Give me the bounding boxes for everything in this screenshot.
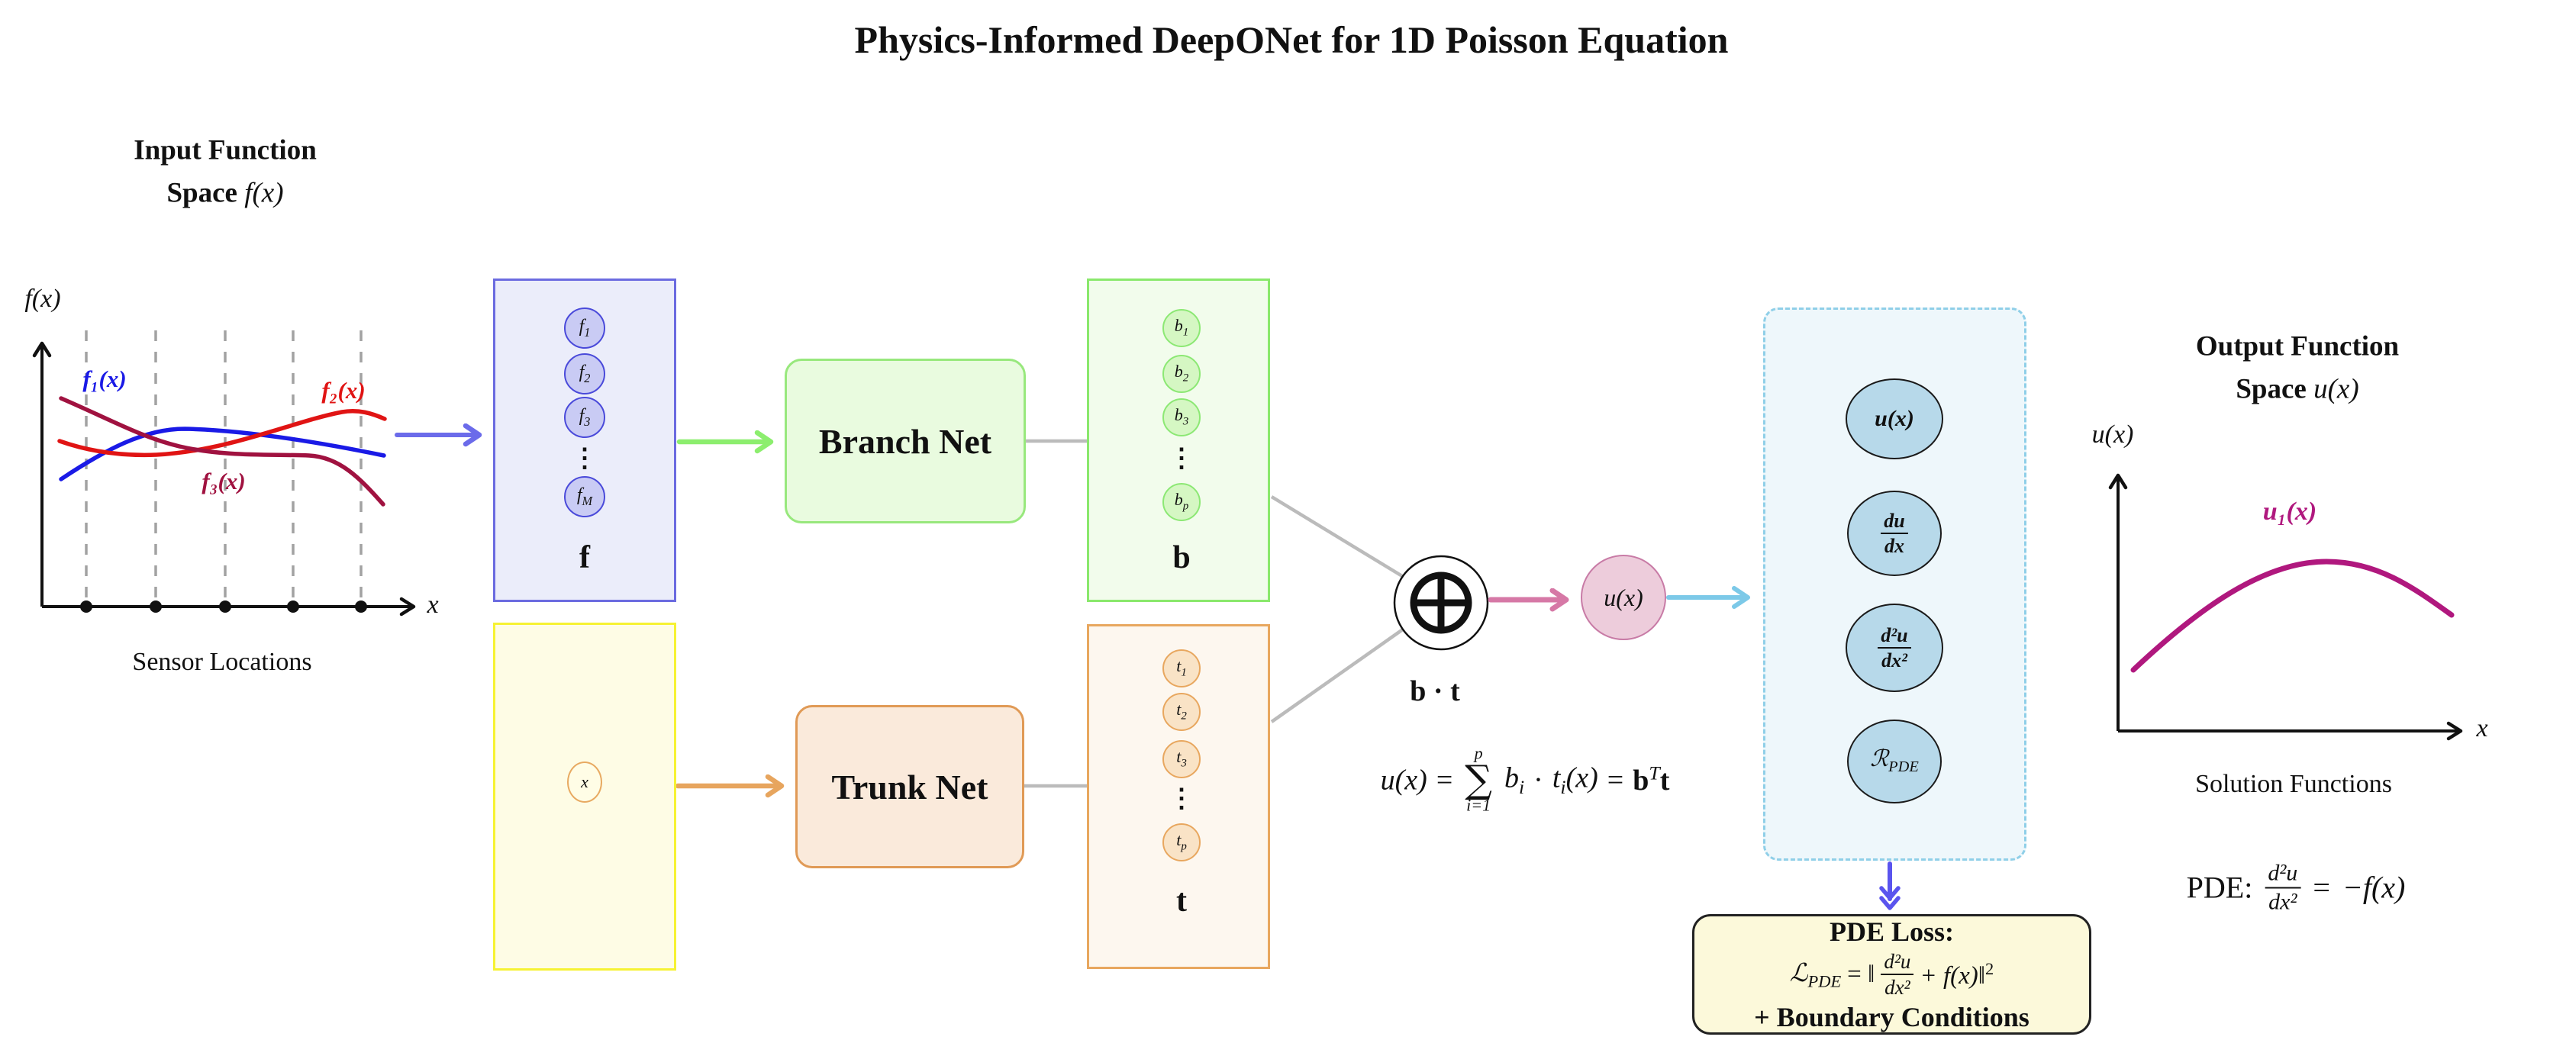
- branch-output-node-b2: b2: [1162, 355, 1201, 393]
- branch-input-node-f1: f1: [564, 307, 605, 349]
- input-y-axis-label: f(x): [24, 285, 61, 313]
- deeponet-equation: u(x) = p ∑ i=1 bi · ti(x) = bTt: [1381, 745, 1670, 813]
- branch-output-node-b1: b1: [1162, 309, 1201, 347]
- output-heading-line1: Output Function: [2195, 330, 2400, 362]
- equation-bi: bi: [1504, 761, 1525, 798]
- equation-ti: ti(x): [1552, 761, 1598, 798]
- output-heading-line2: Space: [2236, 373, 2307, 404]
- t-to-combine-wire: [1270, 626, 1407, 723]
- trunk-net-label: Trunk Net: [831, 767, 988, 807]
- sensor-dots: [80, 600, 367, 613]
- output-plot-axes: [2108, 473, 2463, 741]
- branch-output-vdots: ⋮: [1169, 444, 1195, 473]
- f1-curve-label: f₁(x): [82, 365, 127, 392]
- branch-net-label: Branch Net: [818, 421, 992, 461]
- input-heading-line1: Input Function: [134, 134, 317, 166]
- prediction-node: u(x): [1581, 555, 1666, 640]
- equation-dot: ·: [1533, 764, 1543, 796]
- output-space-heading: Output Function Space u(x): [2196, 326, 2399, 411]
- trunk-output-vdots: ⋮: [1169, 784, 1195, 813]
- pde-loss-bc: + Boundary Conditions: [1754, 1002, 2030, 1033]
- input-space-heading: Input Function Space f(x): [134, 130, 317, 214]
- branch-output-node-b3: b3: [1162, 398, 1201, 436]
- dot-product-label: b · t: [1410, 675, 1460, 707]
- u1-curve-label: u₁(x): [2262, 497, 2317, 526]
- pde-equation-equals: =: [2313, 870, 2330, 905]
- f2-curve-label: f₂(x): [321, 377, 366, 404]
- autodiff-node-u: u(x): [1846, 378, 1943, 459]
- branch-input-node-f2: f2: [564, 353, 605, 394]
- f2-curve: [57, 408, 387, 458]
- trunk-output-vector-label: t: [1176, 884, 1187, 919]
- branch-output-box: [1087, 279, 1270, 602]
- branch-input-vdots: ⋮: [572, 444, 598, 473]
- pde-loss-title: PDE Loss:: [1829, 916, 1955, 947]
- trunk-output-node-t1: t1: [1162, 649, 1201, 687]
- equation-lhs: u(x): [1380, 764, 1427, 796]
- b-to-combine-wire: [1270, 495, 1407, 580]
- trunk-output-node-t3: t3: [1162, 740, 1201, 778]
- equation-equals-1: =: [1436, 764, 1453, 796]
- branch-input-vector-label: f: [579, 540, 590, 575]
- autodiff-node-residual: ℛPDE: [1847, 720, 1942, 803]
- branch-output-vector-label: b: [1172, 540, 1191, 575]
- sum-icon: p ∑ i=1: [1465, 743, 1492, 815]
- output-x-axis-label: x: [2476, 714, 2488, 742]
- trunk-output-node-tp: tp: [1162, 823, 1201, 861]
- branch-input-node-fM: fM: [564, 476, 605, 517]
- output-heading-math: u(x): [2313, 373, 2359, 404]
- input-heading-math: f(x): [244, 177, 284, 208]
- equation-equals-2: =: [1607, 764, 1624, 796]
- u1-curve: [2130, 559, 2455, 673]
- input-x-axis-label: x: [427, 591, 439, 619]
- trunk-output-node-t2: t2: [1162, 693, 1201, 731]
- f3-curve: [59, 396, 385, 507]
- f3-curve-label: f₃(x): [202, 468, 246, 494]
- branch-input-node-f3: f3: [564, 397, 605, 438]
- input-heading-line2: Space: [166, 177, 237, 208]
- equation-result: bTt: [1633, 761, 1670, 797]
- branch-net-box: Branch Net: [785, 359, 1026, 523]
- branch-output-node-bp: bp: [1162, 483, 1201, 521]
- solution-functions-caption: Solution Functions: [2195, 770, 2392, 798]
- trunk-input-node-x: x: [567, 761, 602, 803]
- pde-equation-rhs: −f(x): [2342, 870, 2406, 905]
- output-y-axis-label: u(x): [2091, 420, 2134, 449]
- pde-equation-prefix: PDE:: [2186, 870, 2253, 905]
- oplus-combine-icon: [1393, 555, 1489, 651]
- trunk-net-box: Trunk Net: [795, 705, 1024, 868]
- page-title: Physics-Informed DeepONet for 1D Poisson…: [854, 18, 1729, 61]
- sensor-gridlines: [85, 330, 363, 600]
- sensor-locations-caption: Sensor Locations: [132, 648, 312, 676]
